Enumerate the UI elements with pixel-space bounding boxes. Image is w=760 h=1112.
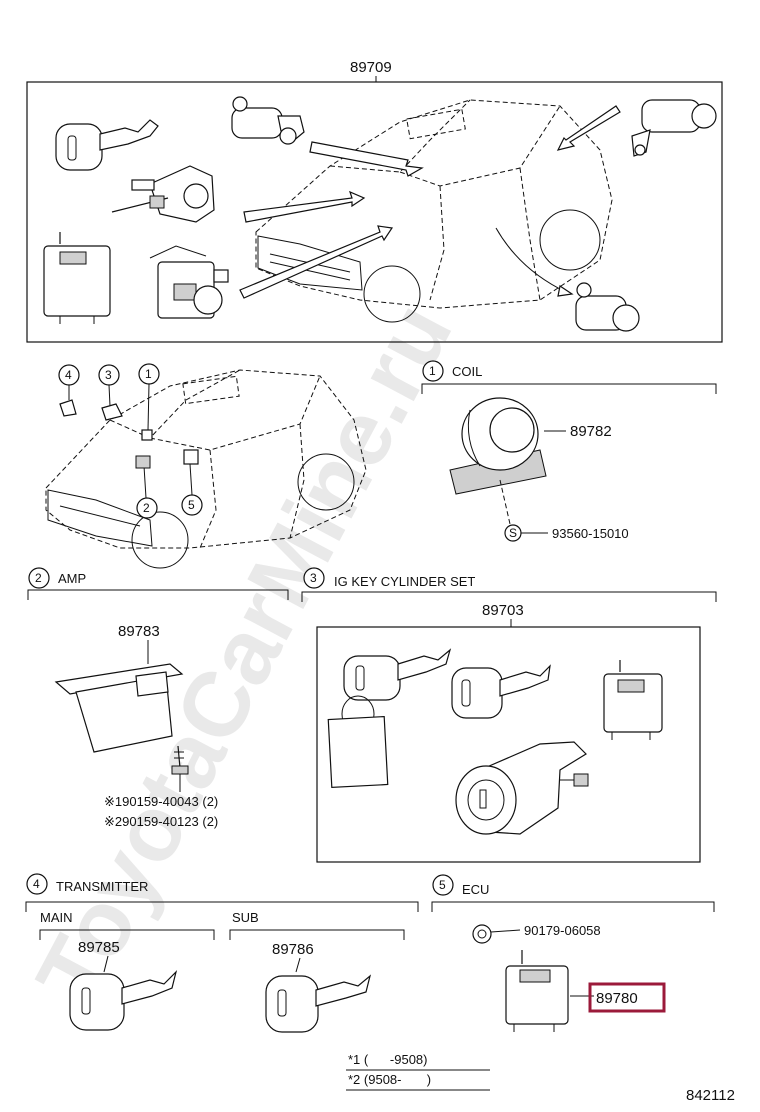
main-subsection-header: MAIN: [39, 910, 215, 940]
sub-subsection-header: SUB: [229, 910, 405, 940]
amp-part-number[interactable]: 89783: [118, 623, 160, 640]
svg-text:SUB: SUB: [232, 910, 259, 925]
amp-section-header: 2 AMP: [27, 567, 289, 600]
ig-part-number[interactable]: 89703: [482, 602, 524, 619]
svg-text:2: 2: [143, 501, 150, 515]
screw-symbol-icon[interactable]: S: [504, 524, 522, 542]
svg-text:5: 5: [188, 498, 195, 512]
svg-text:MAIN: MAIN: [40, 910, 73, 925]
ecu-section-header: 5 ECU: [431, 874, 715, 912]
svg-text:IG KEY CYLINDER SET: IG KEY CYLINDER SET: [334, 574, 475, 589]
top-part-number[interactable]: 89709: [350, 59, 392, 76]
callout-2[interactable]: 2: [135, 455, 158, 519]
svg-text:4: 4: [65, 368, 72, 382]
amplifier-icon[interactable]: [54, 663, 184, 753]
steering-coil-icon[interactable]: [449, 397, 547, 525]
amp-screw-2[interactable]: ※290159-40123 (2): [104, 814, 218, 829]
ignition-cylinder-icon[interactable]: [111, 165, 215, 223]
diagram-id: 842112: [686, 1087, 735, 1104]
callout-1[interactable]: 1: [138, 363, 160, 441]
svg-text:ECU: ECU: [462, 882, 489, 897]
main-transmitter-part-number[interactable]: 89785: [78, 939, 120, 956]
svg-text:1: 1: [145, 367, 152, 381]
callout-3[interactable]: 3: [98, 364, 123, 421]
svg-text:3: 3: [105, 368, 112, 382]
main-transmitter-key-icon[interactable]: [69, 970, 178, 1031]
sub-transmitter-part-number[interactable]: 89786: [272, 941, 314, 958]
ecu-part-highlight: [588, 982, 666, 1013]
ecu-module-icon[interactable]: [43, 232, 111, 324]
callout-5[interactable]: 5: [181, 449, 203, 516]
amp-screw-1[interactable]: ※190159-40043 (2): [104, 794, 218, 809]
svg-text:3: 3: [310, 571, 317, 585]
ig-ecu-icon[interactable]: [603, 660, 663, 740]
svg-text:4: 4: [33, 877, 40, 891]
svg-text:2: 2: [35, 571, 42, 585]
sub-transmitter-key-icon[interactable]: [265, 974, 372, 1033]
hatch-lock-cylinder-icon[interactable]: [631, 99, 717, 157]
spare-key-icon[interactable]: [451, 664, 551, 719]
ig-section-header: 3 IG KEY CYLINDER SET: [301, 567, 717, 602]
key-with-tag-icon[interactable]: [327, 648, 452, 789]
coil-section-header: 1 COIL: [421, 360, 717, 394]
svg-text:TRANSMITTER: TRANSMITTER: [56, 879, 148, 894]
vehicle-outline-top: [255, 99, 613, 323]
callout-4[interactable]: 4: [58, 364, 80, 417]
ignition-lock-cylinder-icon[interactable]: [455, 741, 589, 835]
ecu-nut-number[interactable]: 90179-06058: [524, 923, 601, 938]
svg-text:COIL: COIL: [452, 364, 482, 379]
ecu-unit-icon[interactable]: [505, 950, 569, 1032]
svg-text:S: S: [509, 526, 517, 540]
footnote-1: *1 ( -9508): [348, 1052, 427, 1067]
coil-part-number[interactable]: 89782: [570, 423, 612, 440]
key-icon[interactable]: [55, 119, 159, 171]
footnote-2: *2 (9508- ): [348, 1072, 431, 1087]
coil-unit-icon[interactable]: [149, 245, 229, 319]
nut-icon[interactable]: [472, 924, 492, 944]
vehicle-outline-callouts: [45, 369, 367, 569]
door-lock-cylinder-icon[interactable]: [231, 96, 305, 145]
svg-text:5: 5: [439, 878, 446, 892]
svg-text:1: 1: [429, 364, 436, 378]
installation-arrows: [239, 105, 621, 299]
door-lock-cylinder-right-icon[interactable]: [575, 282, 640, 332]
svg-text:AMP: AMP: [58, 571, 86, 586]
top-assembly-box: [26, 81, 723, 343]
transmitter-section-header: 4 TRANSMITTER: [25, 873, 419, 912]
ecu-part-number[interactable]: 89780: [596, 990, 638, 1007]
ig-set-box: [316, 626, 701, 863]
coil-screw-number[interactable]: 93560-15010: [552, 526, 629, 541]
